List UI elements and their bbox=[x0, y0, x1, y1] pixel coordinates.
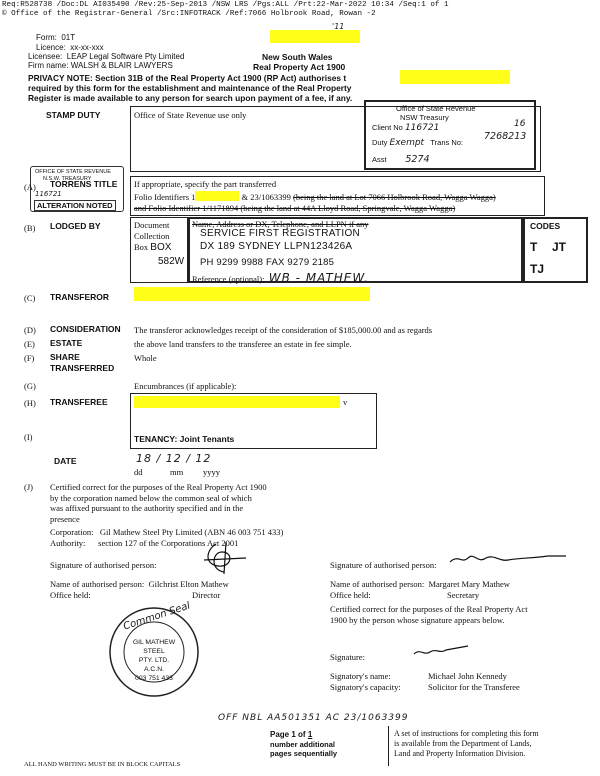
collection-box-text: Document Collection Box BOX bbox=[134, 220, 172, 253]
transferee-box bbox=[130, 393, 377, 449]
seal-text: GIL MATHEW STEEL PTY. LTD. A.C.N. 003 75… bbox=[132, 639, 176, 682]
box-number: 582W bbox=[158, 256, 185, 267]
date-dd: dd bbox=[134, 467, 143, 477]
code-t: T bbox=[530, 240, 538, 254]
footer-divider bbox=[388, 726, 389, 766]
instructions-note: A set of instructions for completing thi… bbox=[394, 729, 539, 758]
licence-field: Licence: xx-xx-xxx bbox=[36, 43, 104, 52]
redaction-transferor bbox=[134, 287, 370, 301]
lodger-details-box bbox=[188, 217, 523, 283]
licensee-field: Licensee: LEAP Legal Software Pty Limite… bbox=[28, 52, 185, 61]
consideration-text: The transferor acknowledges receipt of t… bbox=[134, 325, 433, 335]
additional-pages-note: number additional pages sequentially bbox=[270, 740, 338, 758]
row-a-letter: (A) bbox=[24, 182, 36, 192]
estate-text: the above land transfers to the transfer… bbox=[134, 339, 352, 349]
reference-line: Reference (optional): WB - MATHEW. bbox=[192, 271, 370, 285]
lodged-by-label: LODGED BY bbox=[50, 221, 101, 231]
codes-box bbox=[523, 217, 588, 283]
torrens-title-box bbox=[130, 176, 545, 216]
state-title: New South Wales bbox=[262, 52, 333, 62]
left-signature-scribble bbox=[203, 541, 247, 575]
certifier-signature-label: Signature: bbox=[330, 652, 365, 662]
folio-identifier-2-line: and Folio Identifier 1/1171894 (being th… bbox=[134, 203, 456, 213]
firm-field: Firm name: WALSH & BLAIR LAWYERS bbox=[28, 61, 173, 70]
date-label: DATE bbox=[54, 456, 77, 466]
row-d-letter: (D) bbox=[24, 325, 36, 335]
transferee-certification: Certified correct for the purposes of th… bbox=[330, 604, 528, 625]
collection-box-cell bbox=[130, 217, 188, 283]
redaction-top bbox=[270, 30, 360, 43]
footer-handwritten-note: OFF NBL AA501351 AC 23/1063399 bbox=[218, 713, 409, 723]
row-b-letter: (B) bbox=[24, 223, 36, 233]
lodger-heading: Name, Address or DX, Telephone, and LLPN… bbox=[192, 219, 369, 229]
authority-line: Authority: section 127 of the Corporatio… bbox=[50, 538, 239, 548]
encumbrances-text: Encumbrances (if applicable): bbox=[134, 381, 237, 391]
left-name-line: Name of authorised person: Gilchrist Elt… bbox=[50, 579, 229, 589]
right-signature-scribble bbox=[449, 555, 566, 563]
right-signature-label: Signature of authorised person: bbox=[330, 560, 437, 570]
lodger-phone: PH 9299 9988 FAX 9279 2185 bbox=[200, 257, 335, 268]
right-name-line: Name of authorised person: Margaret Mary… bbox=[330, 579, 510, 589]
estate-label: ESTATE bbox=[50, 338, 83, 348]
date-value: 18 / 12 / 12 bbox=[136, 452, 212, 465]
form-field: Form: 01T bbox=[36, 33, 76, 42]
codes-label: CODES bbox=[530, 221, 561, 231]
corporate-certification: Certified correct for the purposes of th… bbox=[50, 482, 267, 524]
transferee-label: TRANSFEREE bbox=[50, 397, 108, 407]
osr-stamp: Office of State Revenue NSW Treasury Cli… bbox=[364, 100, 536, 170]
header-line-2: © Office of the Registrar-General /Src:I… bbox=[2, 10, 376, 18]
right-office-line: Office held: Secretary bbox=[330, 590, 480, 600]
share-text: Whole bbox=[134, 353, 157, 363]
common-seal bbox=[109, 607, 199, 697]
redaction-transferee bbox=[134, 396, 340, 408]
share-label: SHARE bbox=[50, 352, 80, 362]
left-office-line: Office held: Director bbox=[50, 590, 221, 600]
act-title: Real Property Act 1900 bbox=[253, 62, 346, 72]
code-jt: JT bbox=[552, 240, 567, 254]
code-tj: TJ bbox=[530, 262, 545, 276]
header-line-1: Req:R528738 /Doc:DL AI035490 /Rev:25-Sep… bbox=[2, 1, 449, 9]
transferred-label: TRANSFERRED bbox=[50, 363, 115, 373]
row-g-letter: (G) bbox=[24, 381, 36, 391]
row-e-letter: (E) bbox=[24, 339, 35, 349]
date-mm: mm bbox=[170, 467, 184, 477]
left-signature-label: Signature of authorised person: bbox=[50, 560, 157, 570]
block-capitals-note: ALL HAND WRITING MUST BE IN BLOCK CAPITA… bbox=[24, 761, 181, 768]
alteration-stamp: OFFICE OF STATE REVENUE N.S.W. TREASURY … bbox=[30, 166, 124, 212]
signatory-name-line: Signatory's name: Michael John Kennedy bbox=[330, 671, 507, 681]
privacy-line-1: PRIVACY NOTE: Section 31B of the Real Pr… bbox=[28, 73, 347, 83]
stamp-duty-label: STAMP DUTY bbox=[46, 110, 101, 120]
date-yyyy: yyyy bbox=[203, 467, 220, 477]
privacy-line-2: required by this form for the establishm… bbox=[28, 83, 352, 93]
row-j-letter: (J) bbox=[24, 482, 33, 492]
transferee-mark: v bbox=[343, 397, 348, 407]
top-hand-mark: '11 bbox=[332, 22, 345, 31]
row-i-letter: (I) bbox=[24, 432, 33, 442]
part-transferred-text: If appropriate, specify the part transfe… bbox=[134, 179, 277, 189]
page-count: Page 1 of 1 bbox=[270, 730, 313, 739]
tenancy-text: TENANCY: Joint Tenants bbox=[134, 434, 235, 444]
transferor-label: TRANSFEROR bbox=[50, 292, 110, 302]
consideration-label: CONSIDERATION bbox=[50, 324, 121, 334]
row-h-letter: (H) bbox=[24, 398, 36, 408]
signatory-capacity-line: Signatory's capacity: Solicitor for the … bbox=[330, 682, 520, 692]
stamp-duty-box bbox=[130, 106, 541, 172]
privacy-line-3: Register is made available to any person… bbox=[28, 93, 353, 103]
row-c-letter: (C) bbox=[24, 293, 36, 303]
torrens-title-label: TORRENS TITLE bbox=[50, 179, 118, 189]
lodger-name: SERVICE FIRST REGISTRATION bbox=[200, 228, 361, 239]
lodger-dx: DX 189 SYDNEY LLPN123426A bbox=[200, 241, 353, 252]
certifier-signature-scribble bbox=[413, 645, 469, 655]
redaction-privacy bbox=[400, 70, 510, 84]
row-f-letter: (F) bbox=[24, 353, 35, 363]
corporation-line: Corporation: Gil Mathew Steel Pty Limite… bbox=[50, 527, 284, 537]
stamp-duty-text: Office of State Revenue use only bbox=[134, 110, 247, 120]
folio-identifiers-line: Folio Identifiers 1 & 23/1063399 (being … bbox=[134, 191, 496, 202]
